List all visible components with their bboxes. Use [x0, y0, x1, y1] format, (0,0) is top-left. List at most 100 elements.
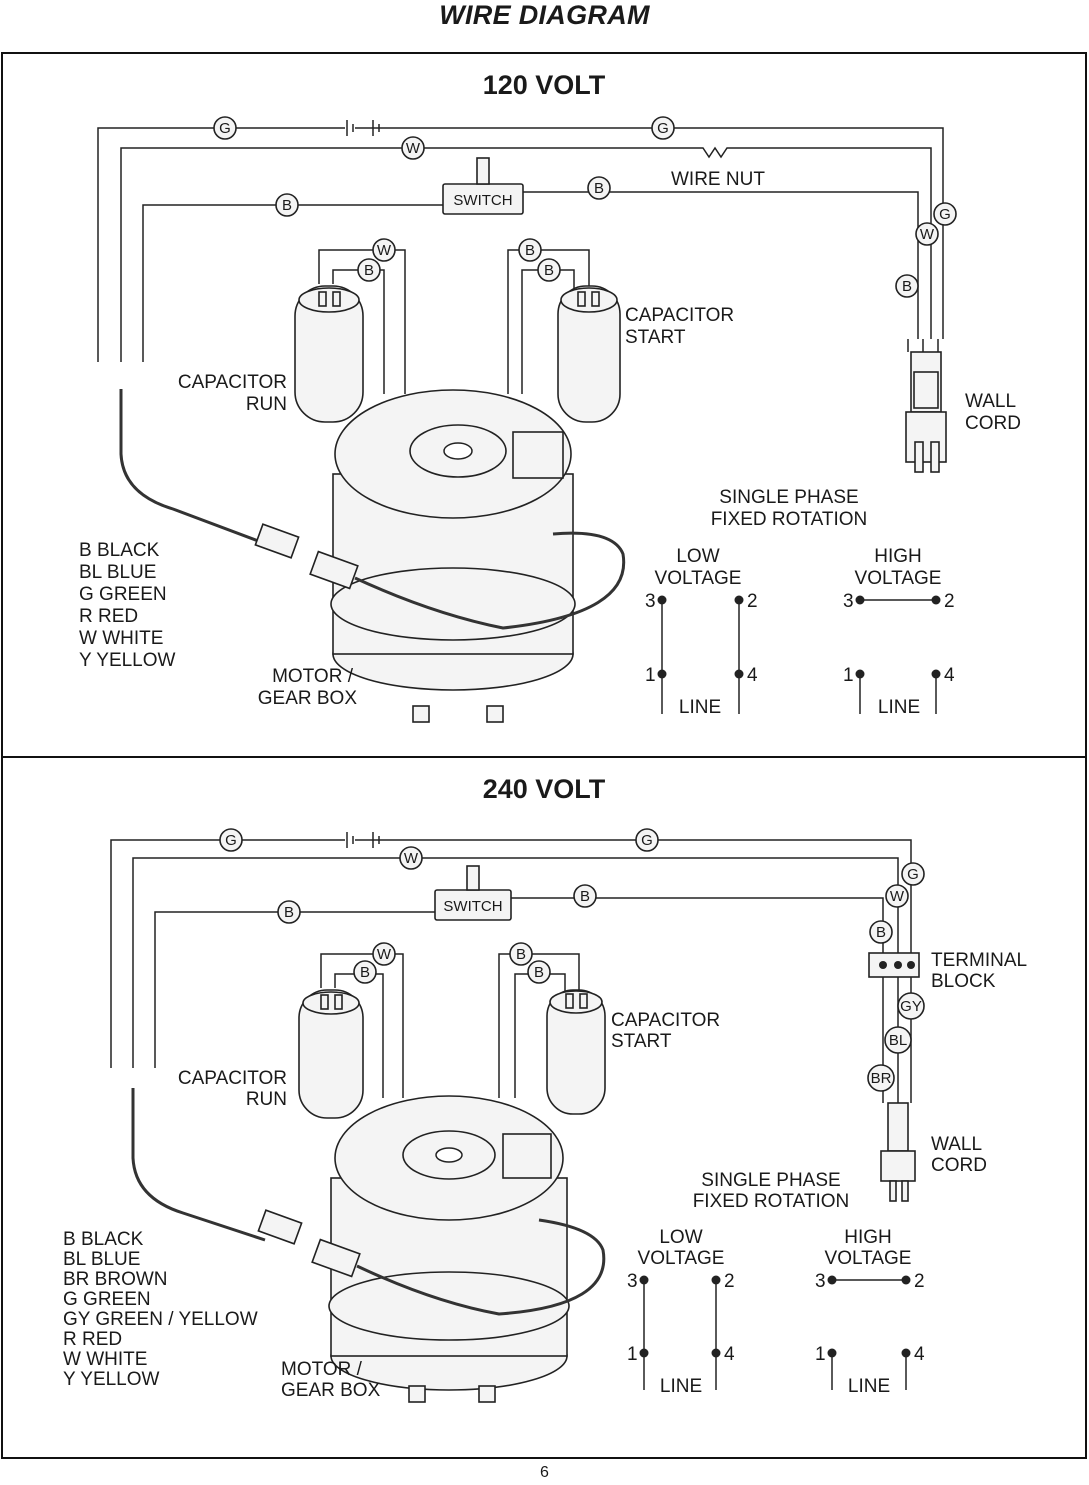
power-cable [119, 389, 262, 544]
svg-text:LINE: LINE [660, 1376, 702, 1397]
panel-240-volt: 240 VOLT SWITCH TERMINAL BLOCK WALL COR [1, 756, 1087, 1459]
svg-text:TERMINAL: TERMINAL [931, 950, 1027, 971]
panel-title-120: 120 VOLT [482, 70, 606, 100]
svg-text:VOLTAGE: VOLTAGE [825, 1248, 912, 1269]
svg-text:W: W [377, 946, 392, 963]
svg-text:B BLACK: B BLACK [63, 1229, 144, 1250]
svg-text:W: W [404, 850, 419, 867]
ground-wire [97, 127, 944, 362]
svg-text:LINE: LINE [878, 697, 920, 718]
svg-text:W: W [377, 242, 392, 259]
svg-text:B: B [902, 278, 912, 295]
motor-gear-box: MOTOR / GEAR BOX [281, 1095, 570, 1403]
svg-text:G: G [641, 832, 653, 849]
wiring-diagram-240v: SWITCH TERMINAL BLOCK WALL CORD CAPACITO… [63, 828, 1027, 1403]
svg-text:G: G [225, 832, 237, 849]
single-phase-label: SINGLE PHASE [719, 487, 858, 508]
svg-text:1: 1 [645, 665, 656, 686]
svg-text:G: G [219, 120, 231, 137]
svg-text:B: B [580, 888, 590, 905]
svg-text:GEAR BOX: GEAR BOX [258, 688, 358, 709]
svg-text:CAPACITOR: CAPACITOR [625, 305, 734, 326]
color-legend: B BLACK BL BLUE BR BROWN G GREEN GY GREE… [63, 1229, 258, 1390]
black-wire [154, 897, 884, 1068]
low-voltage-terminals: LOW VOLTAGE 3 2 1 4 LINE [645, 546, 758, 718]
svg-text:RUN: RUN [246, 394, 287, 415]
svg-text:LINE: LINE [848, 1376, 890, 1397]
color-legend: B BLACK BL BLUE G GREEN R RED W WHITE Y … [79, 540, 176, 671]
svg-text:Y YELLOW: Y YELLOW [63, 1369, 160, 1390]
svg-text:B BLACK: B BLACK [79, 540, 160, 561]
svg-text:CORD: CORD [931, 1155, 987, 1176]
svg-text:MOTOR /: MOTOR / [281, 1359, 363, 1380]
svg-text:START: START [625, 327, 686, 348]
svg-text:BR BROWN: BR BROWN [63, 1269, 168, 1290]
svg-text:W WHITE: W WHITE [63, 1349, 147, 1370]
power-cable [131, 1088, 266, 1242]
svg-text:LOW: LOW [659, 1227, 702, 1248]
svg-text:G GREEN: G GREEN [63, 1289, 151, 1310]
capacitor-start: CAPACITOR START [498, 953, 720, 1115]
svg-text:4: 4 [724, 1344, 735, 1365]
wire-label-bubbles: G G W B B G W B GY BL BR W B B B [219, 828, 925, 1092]
cable-connector [257, 1209, 303, 1245]
svg-text:BR: BR [871, 1070, 892, 1087]
svg-text:VOLTAGE: VOLTAGE [655, 568, 742, 589]
svg-text:B: B [282, 197, 292, 214]
svg-text:BLOCK: BLOCK [931, 971, 996, 992]
svg-text:1: 1 [843, 665, 854, 686]
svg-text:Y YELLOW: Y YELLOW [79, 650, 176, 671]
svg-text:W: W [406, 140, 421, 157]
svg-text:BL BLUE: BL BLUE [79, 562, 156, 583]
motor-plug [309, 550, 359, 590]
svg-text:LOW: LOW [676, 546, 719, 567]
svg-text:2: 2 [914, 1271, 925, 1292]
single-phase-label: SINGLE PHASE [701, 1170, 840, 1191]
svg-text:VOLTAGE: VOLTAGE [638, 1248, 725, 1269]
svg-text:GY: GY [900, 998, 922, 1015]
svg-text:2: 2 [747, 591, 758, 612]
svg-text:GEAR BOX: GEAR BOX [281, 1380, 381, 1401]
svg-text:G GREEN: G GREEN [79, 584, 167, 605]
svg-text:RUN: RUN [246, 1089, 287, 1110]
svg-text:CORD: CORD [965, 413, 1021, 434]
svg-text:2: 2 [944, 591, 955, 612]
wire-label-bubbles: G G W B B G W B W B B B [213, 116, 957, 298]
svg-text:B: B [525, 242, 535, 259]
svg-text:FIXED ROTATION: FIXED ROTATION [693, 1191, 850, 1212]
switch: SWITCH [434, 865, 512, 921]
capacitor-run: CAPACITOR RUN [178, 249, 406, 423]
capacitor-start: CAPACITOR START [507, 249, 734, 423]
svg-text:4: 4 [747, 665, 758, 686]
motor-gear-box: MOTOR / GEAR BOX [258, 389, 576, 723]
svg-text:B: B [516, 946, 526, 963]
svg-text:B: B [594, 180, 604, 197]
svg-text:B: B [876, 924, 886, 941]
page-number: 6 [540, 1464, 549, 1481]
panel-title-240: 240 VOLT [482, 774, 606, 804]
svg-text:G: G [907, 866, 919, 883]
switch: SWITCH [442, 157, 524, 215]
black-wire [142, 191, 919, 362]
wire-nut-label: WIRE NUT [671, 169, 765, 190]
svg-text:LINE: LINE [679, 697, 721, 718]
svg-text:MOTOR /: MOTOR / [272, 666, 354, 687]
svg-text:BL: BL [889, 1032, 907, 1049]
svg-text:FIXED ROTATION: FIXED ROTATION [711, 509, 868, 530]
svg-text:1: 1 [627, 1344, 638, 1365]
wiring-diagram-120v: SWITCH WALL CORD WIRE NUT CAPACITOR RUN [79, 116, 1021, 723]
terminal-block: TERMINAL BLOCK [868, 950, 1027, 1103]
low-voltage-terminals: LOW VOLTAGE 3 2 1 4 LINE [627, 1227, 735, 1397]
wall-cord: WALL CORD [880, 1102, 987, 1202]
svg-text:G: G [939, 206, 951, 223]
svg-text:CAPACITOR: CAPACITOR [178, 372, 287, 393]
svg-text:SWITCH: SWITCH [443, 898, 502, 915]
ground-wire [110, 839, 912, 1068]
svg-text:B: B [364, 262, 374, 279]
svg-text:2: 2 [724, 1271, 735, 1292]
wall-cord: WALL CORD [905, 339, 1021, 473]
svg-text:1: 1 [815, 1344, 826, 1365]
high-voltage-terminals: HIGH VOLTAGE 3 2 1 4 LINE [843, 546, 955, 718]
white-wire [120, 146, 932, 362]
svg-text:R RED: R RED [79, 606, 138, 627]
